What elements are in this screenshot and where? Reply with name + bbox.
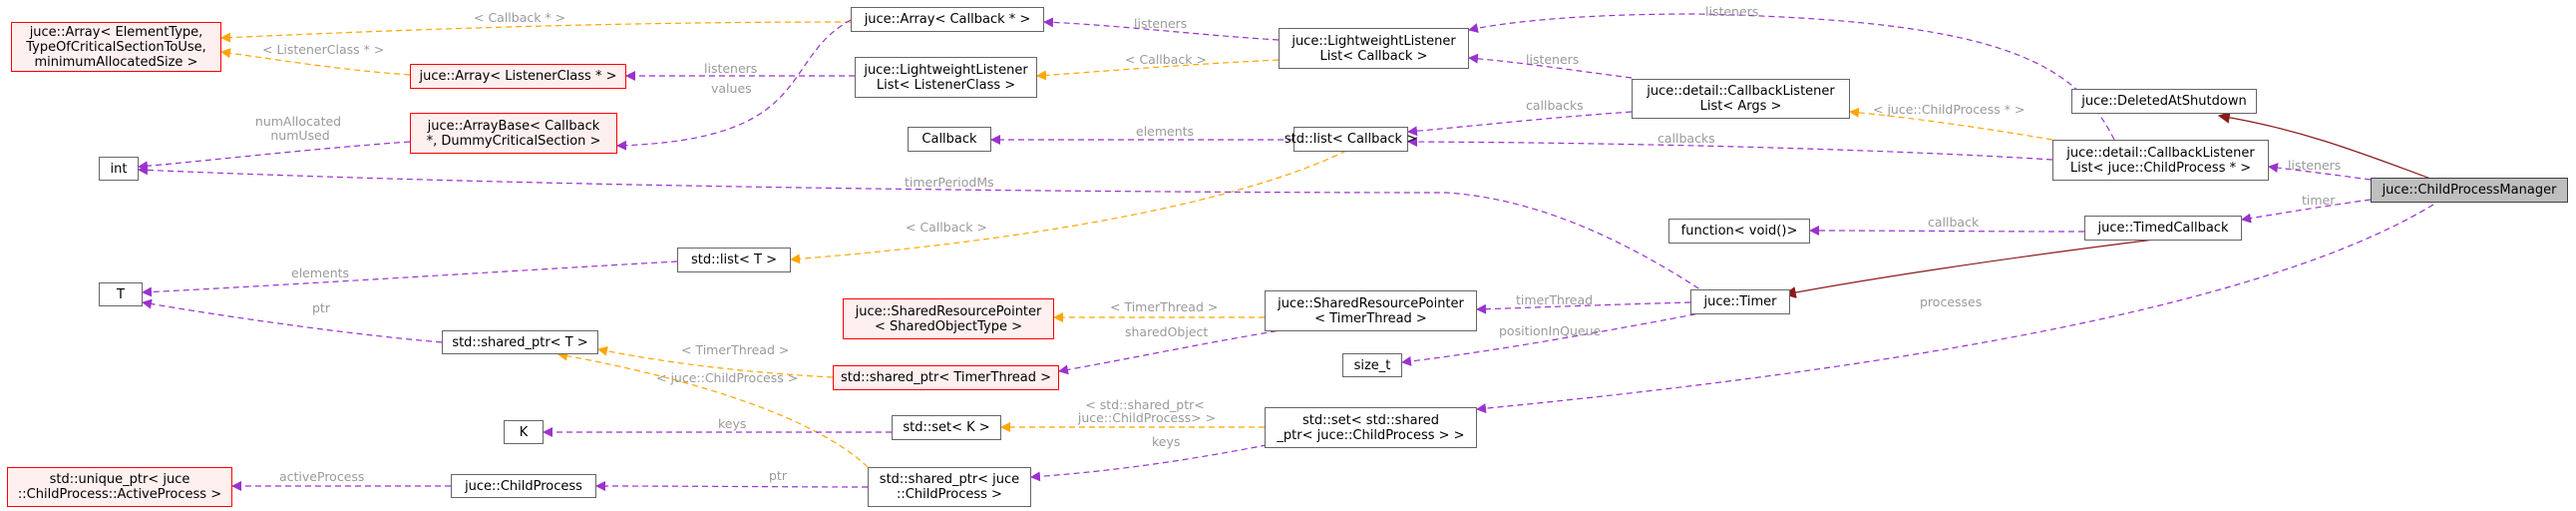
edge-cpm-to-set-shared (1476, 204, 2434, 414)
edge-label: < Callback > (1125, 52, 1207, 67)
edge-timer-to-int (138, 165, 1716, 300)
edge-timer-to-timedcallback (1783, 239, 2155, 298)
node-juce-timedcallback[interactable]: juce::TimedCallback (2084, 216, 2242, 241)
edge-cpm-to-timedcallback (2241, 199, 2372, 224)
edge-arraybase-to-int (138, 141, 411, 172)
node-T[interactable]: T (99, 282, 143, 306)
edge-label: positionInQueue (1499, 323, 1601, 338)
edge-label: ptr (312, 300, 331, 315)
edge-label: listeners (1526, 52, 1579, 67)
edge-label: listeners (1134, 16, 1187, 31)
edge-set-shared-to-sp-cp (1030, 440, 1288, 482)
edge-cpm-to-deleted (2217, 111, 2434, 181)
edge-label: < juce::ChildProcess * > (1873, 102, 2024, 117)
edge-timer-to-srp-timerthread (1476, 301, 1691, 314)
edge-label: timerPeriodMs (905, 175, 994, 190)
node-lwl-callback[interactable]: juce::LightweightListener List< Callback… (1279, 28, 1469, 69)
edge-label-line: juce::ChildProcess> > (1077, 410, 1216, 425)
node-juce-array-listener[interactable]: juce::Array< ListenerClass * > (410, 64, 626, 89)
edge-label: < Callback * > (474, 10, 565, 25)
edge-label-line: numAllocated (255, 114, 341, 129)
node-juce-childprocessmanager[interactable]: juce::ChildProcessManager (2371, 178, 2568, 203)
edge-label-line: < std::shared_ptr< (1085, 397, 1205, 412)
edge-label: < juce::ChildProcess > (656, 370, 798, 385)
node-std-list-callback[interactable]: std::list< Callback > (1285, 127, 1417, 152)
node-juce-arraybase[interactable]: juce::ArrayBase< Callback *, DummyCritic… (410, 113, 617, 154)
edge-label: processes (1920, 294, 1982, 309)
edge-label: keys (718, 416, 746, 431)
edge-label: timerThread (1516, 292, 1593, 307)
node-size-t[interactable]: size_t (1342, 353, 1402, 377)
edge-label: values (711, 81, 752, 96)
edge-label: listeners (2288, 158, 2341, 173)
node-int[interactable]: int (99, 157, 139, 181)
edge-label: < TimerThread > (1110, 299, 1218, 314)
edge-list-t-to-t (142, 260, 678, 297)
edge-label: sharedObject (1125, 324, 1208, 339)
edge-label: keys (1152, 434, 1180, 449)
edge-lwl-callback-to-array-callback (1043, 17, 1280, 41)
edge-cpm-to-cbl-cp (2268, 163, 2372, 181)
edge-cbl-cp-to-lwl-callback (1468, 13, 2115, 141)
node-juce-deletedatshutdown[interactable]: juce::DeletedAtShutdown (2071, 89, 2257, 114)
node-srp-timerthread[interactable]: juce::SharedResourcePointer < TimerThrea… (1265, 290, 1477, 331)
node-callback[interactable]: Callback (908, 127, 991, 152)
node-std-shared-ptr-childprocess[interactable]: std::shared_ptr< juce ::ChildProcess > (868, 467, 1031, 507)
edge-sp-cp-to-childprocess (595, 481, 869, 492)
edge-list-callback-to-list-t (790, 150, 1347, 264)
edge-label: < ListenerClass * > (262, 42, 384, 57)
edge-cbl-args-to-lwl-callback (1468, 53, 1633, 79)
edge-label: numAllocated numUsed (255, 114, 345, 143)
edge-label: listeners (1705, 4, 1758, 19)
node-std-list-t[interactable]: std::list< T > (677, 248, 791, 272)
node-std-shared-ptr-t[interactable]: std::shared_ptr< T > (442, 330, 598, 354)
node-juce-array-generic[interactable]: juce::Array< ElementType, TypeOfCritical… (11, 22, 221, 72)
edge-label: elements (1136, 124, 1194, 139)
edge-sp-t-to-t (142, 298, 443, 343)
edge-label: < TimerThread > (681, 342, 789, 357)
edge-cbl-cp-to-list-callback (1407, 137, 2053, 161)
edge-cbl-args-to-list-callback (1407, 111, 1633, 137)
node-lwl-listener[interactable]: juce::LightweightListener List< Listener… (855, 57, 1037, 98)
node-juce-array-callback[interactable]: juce::Array< Callback * > (851, 7, 1044, 32)
edge-srp-timerthread-to-sp-timerthread (1058, 328, 1288, 375)
edge-label: callback (1928, 215, 1980, 230)
edge-array-callback-to-arraybase (616, 19, 852, 151)
edge-label: < Callback > (906, 220, 987, 235)
node-std-set-k[interactable]: std::set< K > (892, 415, 1001, 440)
node-std-set-shared[interactable]: std::set< std::shared _ptr< juce::ChildP… (1265, 407, 1477, 448)
node-cbl-childprocess[interactable]: juce::detail::CallbackListener List< juc… (2052, 140, 2269, 181)
edge-label: timer (2302, 193, 2336, 208)
node-std-unique-ptr[interactable]: std::unique_ptr< juce ::ChildProcess::Ac… (7, 467, 232, 507)
node-juce-timer[interactable]: juce::Timer (1690, 289, 1790, 314)
edge-timer-to-size-t (1401, 311, 1706, 366)
node-juce-childprocess[interactable]: juce::ChildProcess (451, 474, 596, 498)
node-srp-generic[interactable]: juce::SharedResourcePointer < SharedObje… (843, 298, 1054, 339)
edge-label-line: numUsed (270, 128, 329, 143)
edge-label: ptr (769, 468, 788, 483)
node-function-void[interactable]: function< void()> (1668, 219, 1810, 244)
edge-label: callbacks (1657, 131, 1715, 146)
edge-label: listeners (704, 61, 757, 76)
node-K[interactable]: K (504, 420, 544, 444)
edge-array-listener-to-array (220, 48, 411, 76)
node-cbl-args[interactable]: juce::detail::CallbackListener List< Arg… (1632, 79, 1850, 119)
edge-cbl-cp-to-cbl-args (1849, 107, 2053, 141)
node-std-shared-ptr-timerthread[interactable]: std::shared_ptr< TimerThread > (833, 365, 1059, 390)
edge-label: < std::shared_ptr< juce::ChildProcess> > (1077, 397, 1216, 425)
edge-label: activeProcess (279, 469, 364, 484)
edge-sp-timerthread-to-sp-t (597, 345, 834, 378)
edge-timedcallback-to-function (1809, 226, 2085, 237)
edge-label: elements (291, 265, 349, 280)
edge-label: callbacks (1526, 98, 1584, 113)
edge-array-callback-to-array (220, 21, 852, 43)
